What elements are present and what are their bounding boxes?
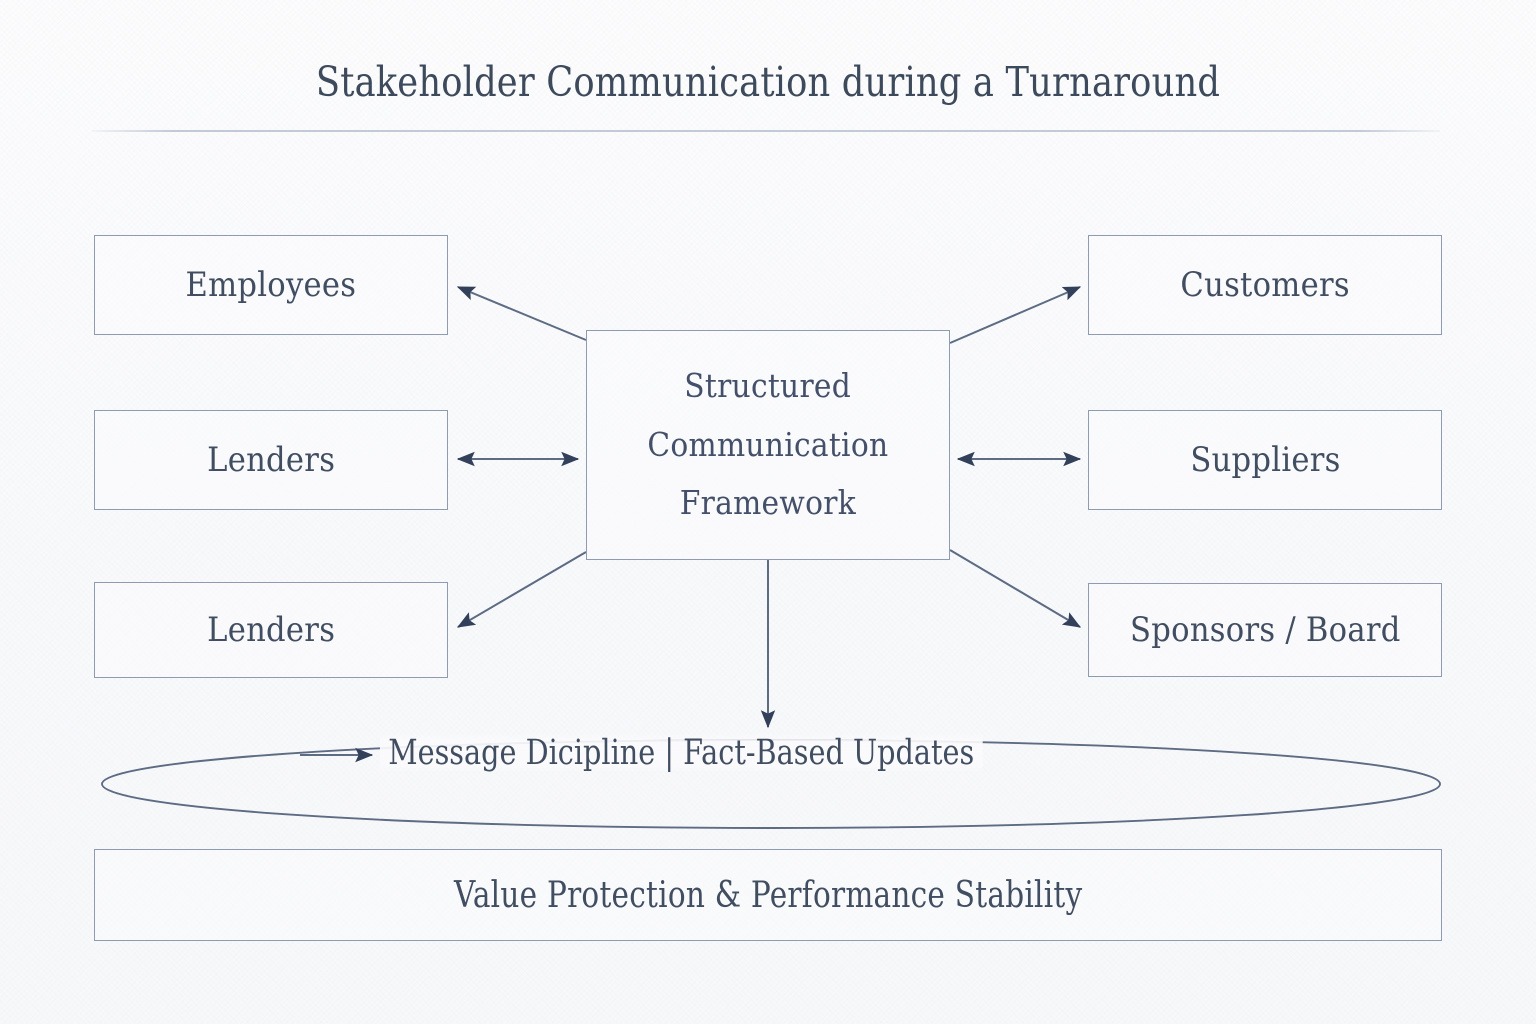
node-central-framework-line2: Communication <box>647 424 889 464</box>
connector-center-to-employees <box>456 286 587 341</box>
node-customers[interactable]: Customers <box>1088 235 1442 335</box>
node-suppliers[interactable]: Suppliers <box>1088 410 1442 510</box>
node-lenders-upper[interactable]: Lenders <box>94 410 448 510</box>
feedback-loop-caption: Message Dicipline | Fact-Based Updates <box>380 733 983 773</box>
node-central-framework[interactable]: Structured Communication Framework <box>586 330 950 560</box>
node-sponsors-board[interactable]: Sponsors / Board <box>1088 583 1442 677</box>
node-employees[interactable]: Employees <box>94 235 448 335</box>
node-employees-label: Employees <box>185 265 357 305</box>
node-lenders-upper-label: Lenders <box>206 440 336 480</box>
node-outcome-label: Value Protection & Performance Stability <box>453 874 1083 916</box>
node-outcome-bar[interactable]: Value Protection & Performance Stability <box>94 849 1442 941</box>
node-customers-label: Customers <box>1180 265 1350 305</box>
connector-center-to-sponsors <box>949 549 1082 628</box>
node-suppliers-label: Suppliers <box>1189 440 1341 480</box>
node-central-framework-line3: Framework <box>679 483 857 523</box>
title-divider <box>92 130 1440 132</box>
connector-center-to-lenders-lower <box>456 551 587 628</box>
node-lenders-lower-label: Lenders <box>206 610 336 650</box>
node-sponsors-board-label: Sponsors / Board <box>1129 610 1401 650</box>
connector-center-to-customers <box>949 286 1082 344</box>
node-central-framework-line1: Structured <box>684 365 852 405</box>
node-lenders-lower[interactable]: Lenders <box>94 582 448 678</box>
page-title: Stakeholder Communication during a Turna… <box>315 58 1221 106</box>
